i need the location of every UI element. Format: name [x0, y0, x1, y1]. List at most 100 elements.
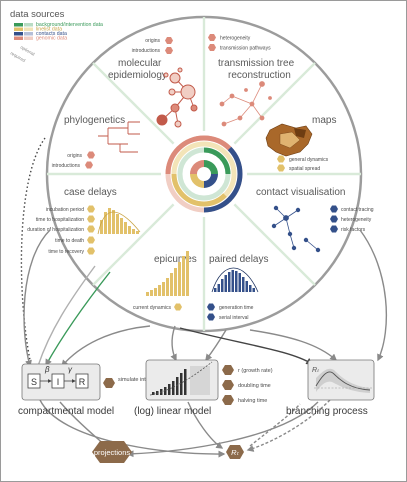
arrow-case-delays-to-compartmental-2	[37, 265, 96, 367]
legend-required-label: required	[10, 51, 27, 64]
arrow-phylogenetics-to-rt	[20, 137, 46, 361]
legend-item-contacts: contacts data	[36, 31, 67, 37]
compartmental-model: S I R β γ simulate intervention compartm…	[18, 363, 168, 417]
arrow-epicurves-to-branching	[179, 327, 314, 365]
arrow-branching-to-projections	[126, 401, 319, 458]
segment-transmission-tree: transmission tree reconstruction heterog…	[208, 34, 295, 127]
item-label: introductions	[52, 163, 81, 169]
axis-label: Rₜ	[312, 367, 320, 374]
item-label: origins	[145, 38, 160, 44]
rt-label: Rₜ	[231, 448, 239, 457]
output-label: r (growth rate)	[238, 368, 273, 374]
item-label: introductions	[132, 48, 161, 54]
hexagon-yellow-icon	[277, 164, 285, 172]
segment-title: epicurves	[154, 254, 197, 265]
hexagon-blue-icon	[207, 303, 215, 311]
delay-histogram-icon	[97, 208, 141, 235]
segment-title: paired delays	[209, 254, 268, 265]
loglinear-model-title: (log) linear model	[134, 406, 211, 417]
connector-arrows	[20, 137, 387, 458]
phylogenetic-tree-icon	[98, 121, 140, 153]
transmission-tree-icon	[219, 81, 272, 127]
legend-swatch-optional-red	[14, 36, 23, 40]
rt-hexagon-icon	[226, 445, 244, 459]
arrow-epicurves-to-compartmental	[61, 325, 151, 368]
log-linear-model: r (growth rate) doubling time halving ti…	[134, 359, 273, 417]
segment-contact-visualisation: contact visualisation contact tracing he…	[256, 187, 374, 253]
legend-swatch-required-green	[24, 23, 33, 27]
hexagon-brown-icon	[222, 395, 234, 405]
item-label: origins	[67, 153, 82, 159]
item-label: heterogeneity	[220, 36, 251, 42]
item-label: transmission pathways	[220, 46, 271, 52]
output-label: halving time	[238, 398, 267, 404]
legend-swatch-optional-green	[14, 23, 23, 27]
item-label: contact tracing	[341, 207, 374, 213]
legend-swatch-optional-yellow	[14, 27, 23, 31]
item-label: spatial spread	[289, 166, 320, 172]
legend-item-linelist: linelist data	[36, 27, 62, 33]
hexagon-red-icon	[165, 47, 173, 54]
item-label: time to death	[55, 238, 84, 244]
ring-linelist	[171, 173, 227, 207]
analysis-wheel: molecular epidemiology origins introduct…	[27, 15, 374, 333]
legend-swatch-required-blue	[24, 32, 33, 36]
output-label: simulate intervention	[118, 377, 168, 383]
paired-delay-histogram-icon	[211, 267, 259, 293]
ring-genomic	[165, 135, 232, 175]
compartment-r-label: R	[79, 377, 86, 387]
param-gamma: γ	[68, 365, 73, 374]
arrow-rt-to-branching	[249, 403, 301, 447]
rt-curve-band	[316, 368, 370, 393]
hexagon-blue-icon	[330, 205, 338, 213]
legend-swatch-required-red	[24, 36, 33, 40]
item-label: incubation period	[46, 207, 84, 213]
segment-epicurves: epicurves current dynamics	[133, 251, 197, 311]
legend-optional-label: optional	[20, 45, 36, 57]
hexagon-brown-icon	[103, 378, 115, 388]
branching-process-title: branching process	[286, 406, 368, 417]
segment-case-delays: case delays incubation period time to ho…	[27, 187, 141, 255]
hexagon-blue-icon	[207, 313, 215, 321]
item-label: current dynamics	[133, 305, 172, 311]
item-label: duration of hospitalization	[27, 227, 84, 233]
ring-background	[203, 147, 231, 175]
hexagon-yellow-icon	[87, 205, 95, 213]
ring-center-sectors	[190, 160, 218, 188]
hexagon-red-icon	[208, 34, 216, 41]
hexagon-yellow-icon	[174, 303, 182, 311]
segment-title-2: epidemiology	[108, 70, 167, 81]
item-label: generation time	[219, 305, 254, 311]
hexagon-red-icon	[85, 161, 93, 169]
compartment-s-label: S	[31, 377, 37, 387]
hexagon-yellow-icon	[87, 236, 95, 244]
arrow-background-to-compartmental	[45, 271, 111, 367]
branching-process: Rₜ branching process	[286, 359, 375, 417]
compartment-r	[75, 373, 89, 389]
rt-curve	[315, 371, 371, 391]
hexagon-yellow-icon	[87, 225, 95, 233]
item-label: time to hospitalization	[36, 217, 84, 223]
segment-title: case delays	[64, 187, 117, 198]
segment-title: maps	[312, 115, 336, 126]
arrow-case-delays-to-compartmental	[23, 229, 51, 368]
legend-item-background: background/intervention data	[36, 22, 103, 28]
hexagon-yellow-icon	[87, 247, 95, 255]
hexagon-red-icon	[208, 44, 216, 51]
legend-swatch-required-yellow	[24, 27, 33, 31]
epicurve-bars-icon	[146, 251, 189, 296]
arrow-epicurves-to-loglinear	[170, 325, 177, 362]
projections-hexagon-icon	[92, 441, 132, 463]
segment-paired-delays: paired delays generation time serial int…	[207, 254, 268, 321]
data-rings	[165, 135, 243, 213]
segment-title: transmission tree	[218, 58, 295, 69]
hexagon-yellow-icon	[87, 215, 95, 223]
hexagon-brown-icon	[222, 380, 234, 390]
hexagon-blue-icon	[330, 215, 338, 223]
contact-network-icon	[271, 205, 321, 253]
compartment-i-label: I	[57, 377, 60, 387]
hexagon-red-icon	[165, 37, 173, 44]
compartmental-model-title: compartmental model	[18, 406, 114, 417]
arrow-paired-to-loglinear	[205, 329, 227, 362]
genomic-network-icon	[156, 67, 198, 128]
